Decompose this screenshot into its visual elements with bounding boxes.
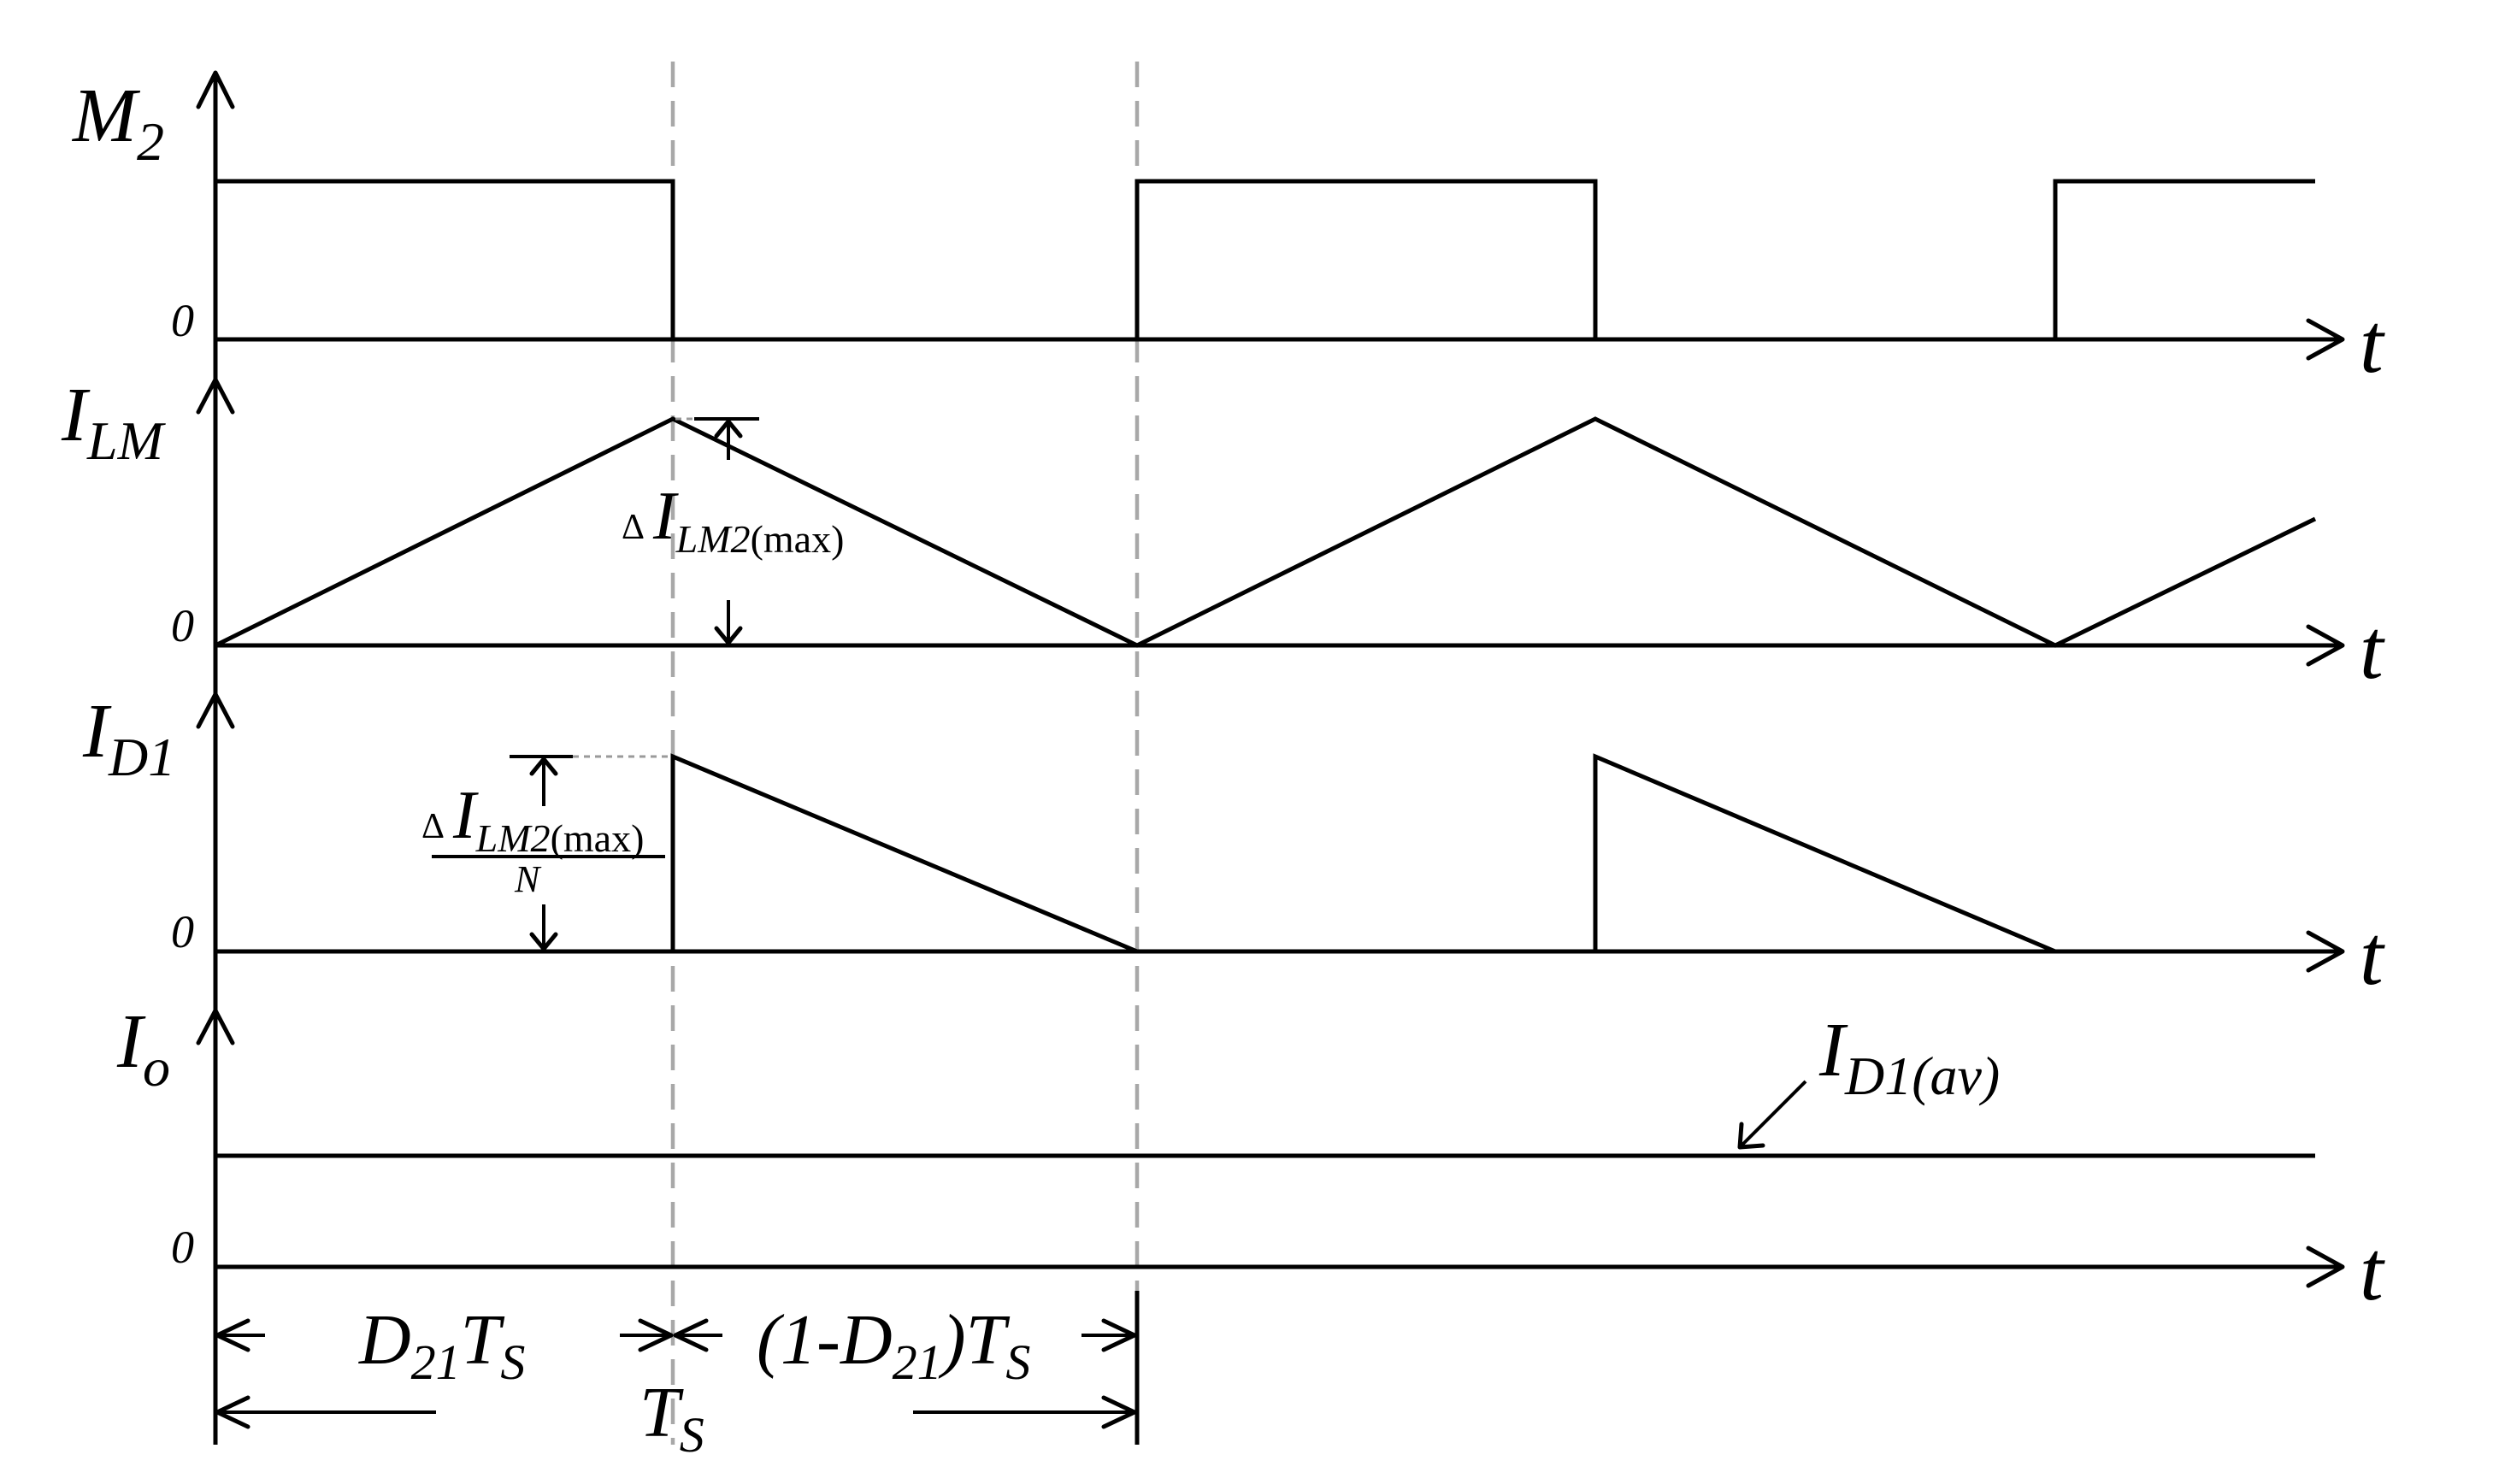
panel-m2: M2 0 t <box>71 70 2385 391</box>
m2-time-arrow-icon <box>2306 318 2345 361</box>
d21ts-label: D21TS <box>358 1300 525 1390</box>
ilm-waveform <box>214 416 2317 648</box>
one-minus-right-arrow-icon <box>1101 1318 1137 1352</box>
ilm-dim-arrow-down-icon <box>714 626 743 645</box>
id1-dim-arrow-up-icon <box>529 757 558 776</box>
ts-label: TS <box>639 1373 704 1463</box>
id1-av-label: ID1(av) <box>1818 1008 2000 1106</box>
id1-av-pointer-arrow-icon <box>1737 1122 1765 1150</box>
ilm-time-arrow-icon <box>2306 624 2345 667</box>
id1-t-label: t <box>2360 908 2385 1003</box>
ilm-zero-label: 0 <box>171 600 194 651</box>
id1-zero-label: 0 <box>171 906 194 957</box>
ts-left-arrow-icon <box>215 1395 250 1429</box>
m2-t-label: t <box>2360 296 2385 391</box>
id1-waveform <box>215 753 2056 954</box>
id1-dim-arrow-down-icon <box>529 932 558 951</box>
m2-label: M2 <box>71 74 164 172</box>
ilm-dim-arrow-up-icon <box>714 419 743 439</box>
ilm-axis-arrow-icon <box>196 377 235 415</box>
one-minus-left-arrow-icon <box>673 1318 709 1352</box>
id1-time-arrow-icon <box>2306 930 2345 973</box>
m2-axis-arrow-icon <box>196 70 235 109</box>
d21ts-left-arrow-icon <box>215 1318 250 1352</box>
ilm-t-label: t <box>2360 602 2385 697</box>
panel-io: Io 0 t ID1(av) <box>116 999 2385 1318</box>
io-t-label: t <box>2360 1223 2385 1318</box>
one-minus-d21-ts-label: (1-D21)TS <box>757 1300 1030 1390</box>
m2-zero-label: 0 <box>171 295 194 346</box>
id1-av-pointer-line <box>1738 1080 1807 1149</box>
io-zero-label: 0 <box>171 1222 194 1273</box>
d21ts-right-arrow-icon <box>638 1318 674 1352</box>
timing-dimensions: D21TS (1-D21)TS TS <box>215 1291 1140 1463</box>
ilm-label: ILM <box>61 373 167 471</box>
io-time-arrow-icon <box>2306 1246 2345 1288</box>
n-denominator-label: N <box>514 858 542 900</box>
io-axis-arrow-icon <box>196 1008 235 1045</box>
id1-axis-arrow-icon <box>196 692 235 729</box>
ts-right-arrow-icon <box>1101 1395 1137 1429</box>
id1-label: ID1 <box>82 689 175 787</box>
io-label: Io <box>116 999 170 1098</box>
m2-waveform <box>215 179 2315 342</box>
